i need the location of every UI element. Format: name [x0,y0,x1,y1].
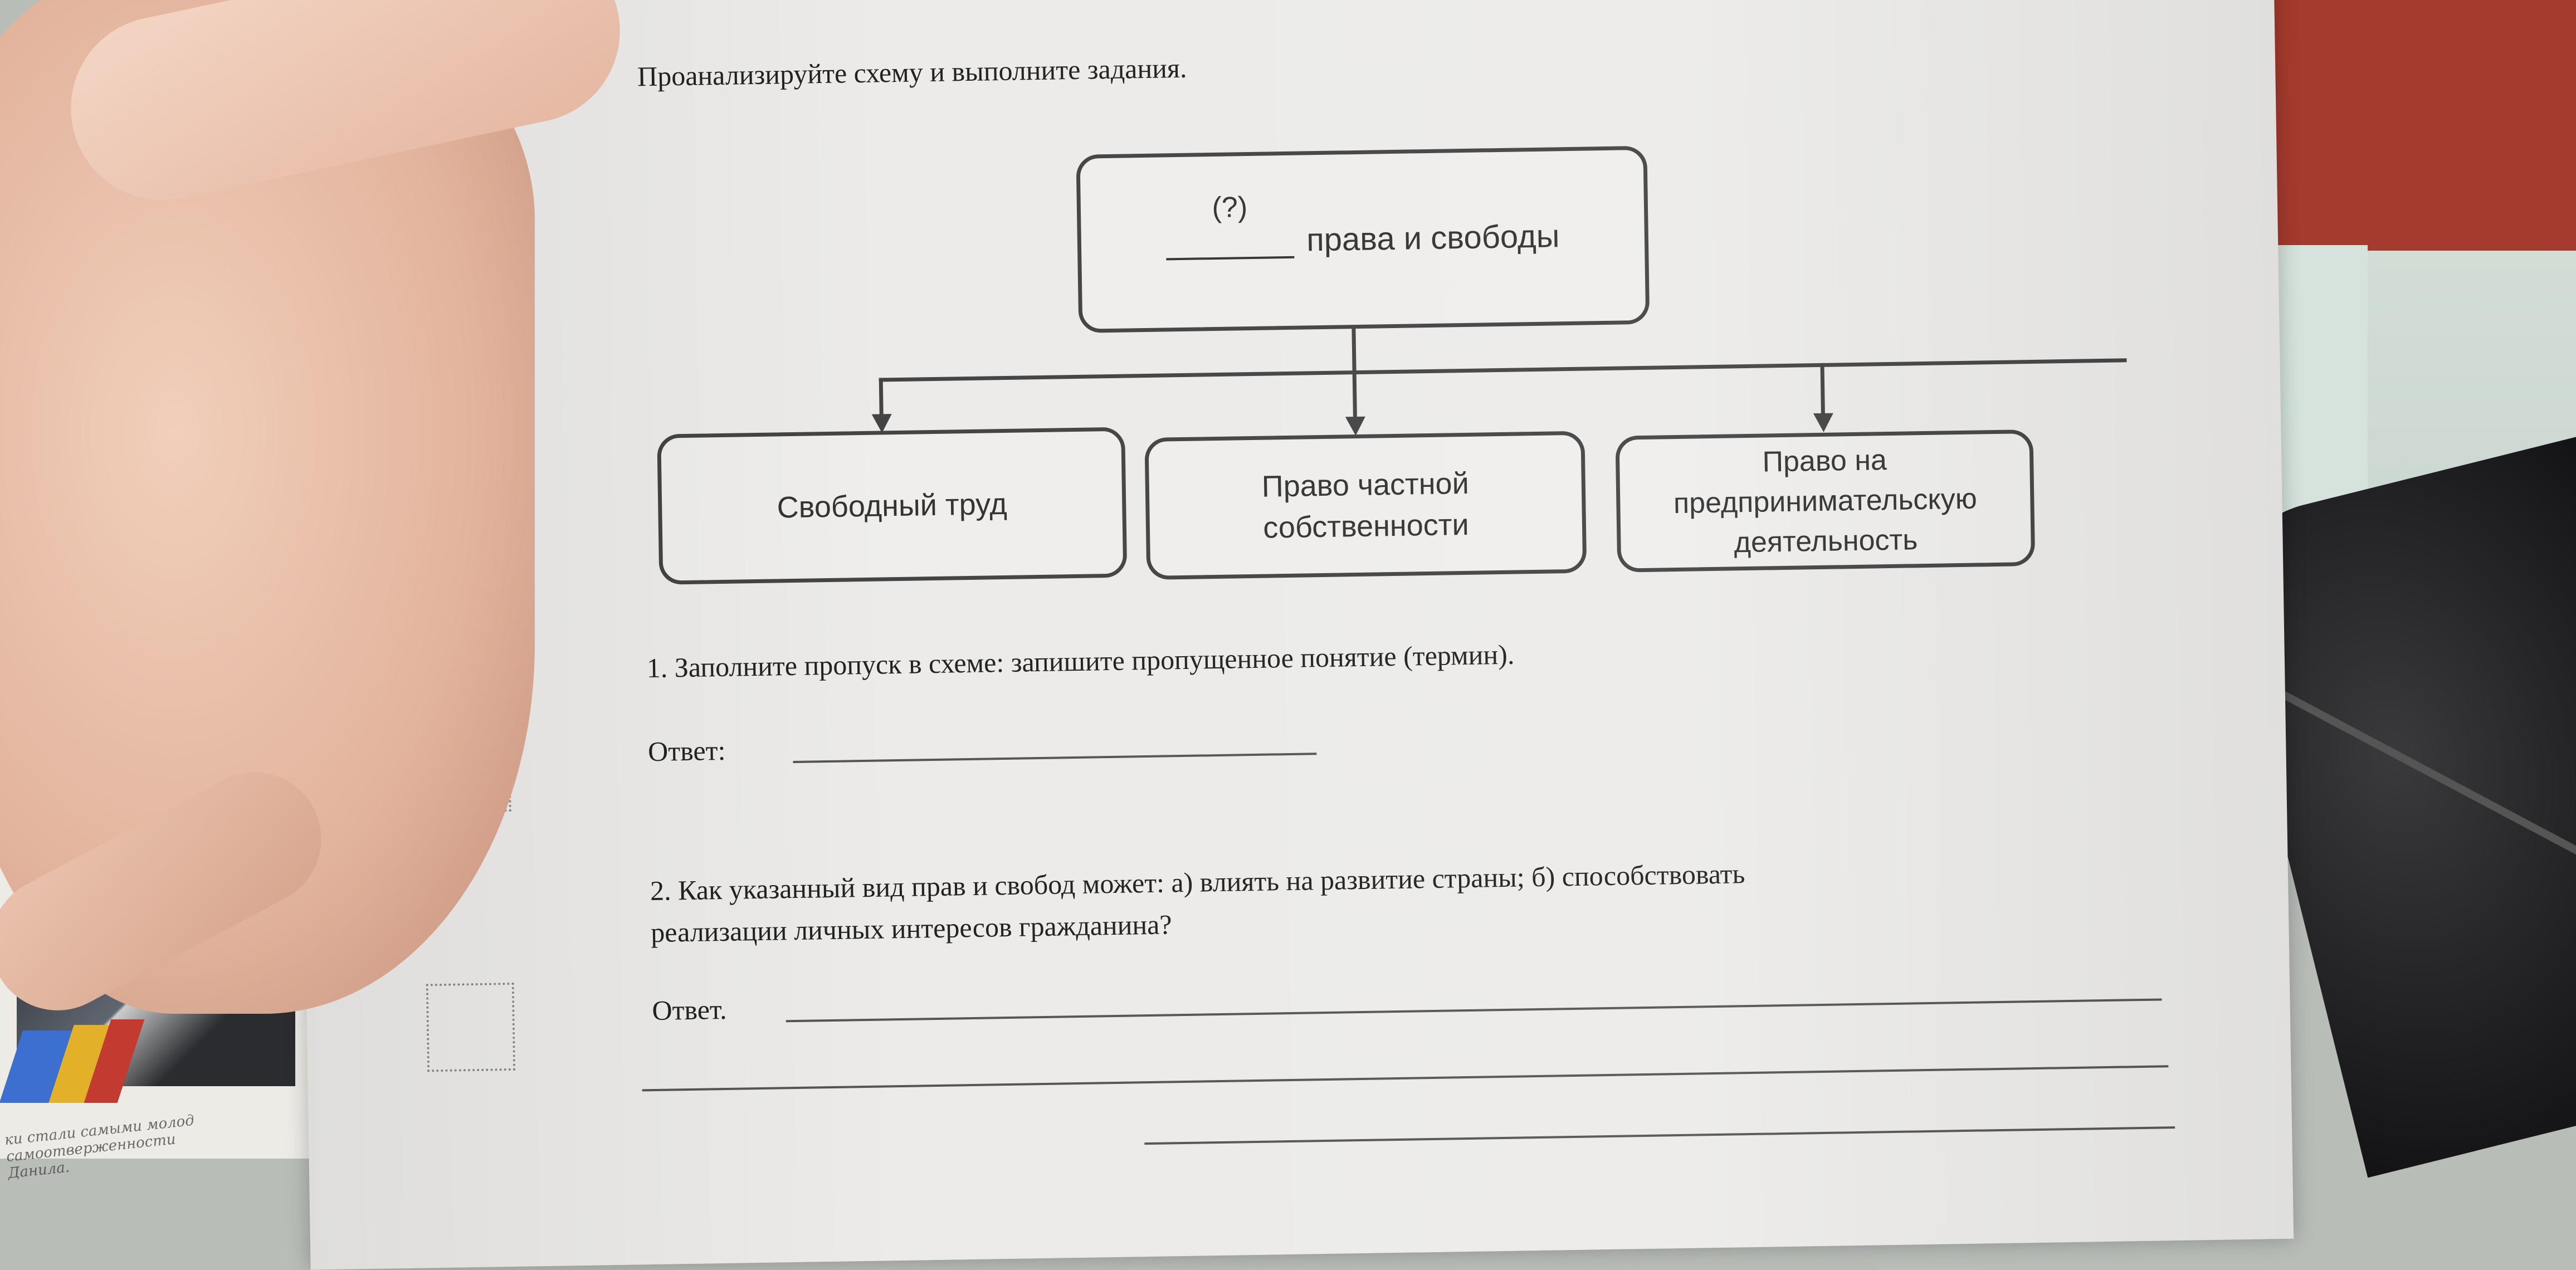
arrow-down-icon [1813,413,1834,433]
diagram-box-label: Право частной [1261,466,1470,504]
connector-horizontal [879,358,2127,382]
newspaper-caption: ки стали самыми молод самоотверженности … [4,1102,297,1182]
diagram-top-box: (?) права и свободы [1076,145,1650,333]
diagram-box-label: предпринимательскую [1673,482,1978,520]
question-1-text: 1. Заполните пропуск в схеме: запишите п… [646,638,1515,684]
answer-1-label: Ответ: [647,734,726,768]
blank-marker: (?) [1212,191,1248,224]
score-box-2 [426,982,516,1072]
question-2-line-2: реализации личных интересов гражданина? [650,908,1172,949]
diagram-box-label: собственности [1262,507,1470,545]
worksheet-heading: Проанализируйте схему и выполните задани… [637,52,1187,92]
answer-2-label: Ответ. [652,993,727,1027]
diagram-box-label: Право на [1762,443,1887,478]
diagram-box-free-labor: Свободный труд [657,427,1128,585]
diagram-blank-field: (?) [1165,191,1295,261]
connector-vertical-main [1352,329,1357,374]
diagram-box-private-property: Право частной собственности [1144,431,1587,580]
diagram-box-label: деятельность [1734,523,1918,559]
question-2-line-1: 2. Как указанный вид прав и свобод может… [650,858,1745,907]
answer-2-line-2[interactable] [642,1065,2169,1092]
worksheet-page: Проанализируйте схему и выполните задани… [290,0,2294,1270]
answer-1-line[interactable] [793,753,1317,763]
diagram-top-label: права и свободы [1306,218,1560,258]
diagram-box-label: Свободный труд [777,487,1008,525]
diagram-box-entrepreneurship: Право на предпринимательскую деятельност… [1615,429,2036,573]
answer-2-line-1[interactable] [786,998,2162,1023]
photo-scene: ки стали самыми молод самоотверженности … [0,0,2576,1159]
answer-2-line-3[interactable] [1144,1126,2175,1145]
arrow-down-icon [1345,416,1366,436]
